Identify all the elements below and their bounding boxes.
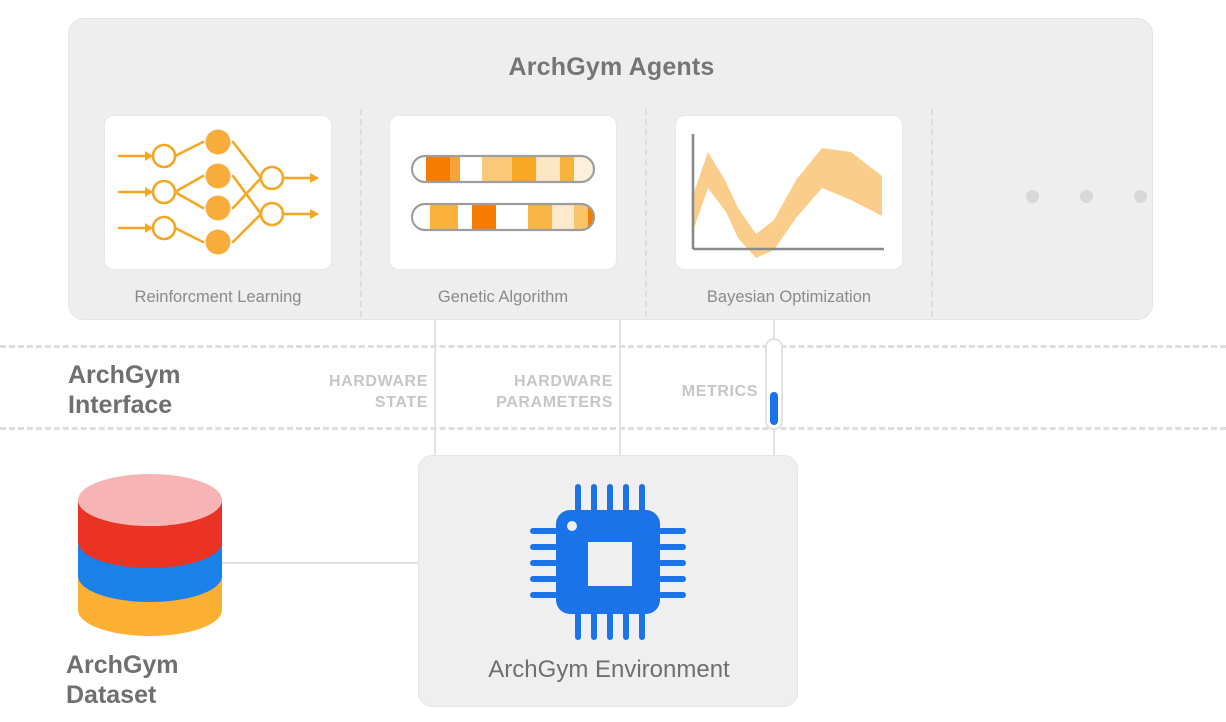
agents-panel: ArchGym Agents xyxy=(68,18,1153,320)
ellipsis-dot xyxy=(1134,190,1147,203)
database-cylinder-icon xyxy=(78,474,222,636)
interface-title-line2: Interface xyxy=(68,391,173,419)
label-metrics: METRICS xyxy=(681,383,758,400)
connector-hardware-parameters xyxy=(619,320,621,460)
ellipsis-dot xyxy=(1080,190,1093,203)
dataset-label-line1: ArchGym xyxy=(66,651,179,679)
agent-card-body xyxy=(104,115,332,270)
neural-network-icon xyxy=(117,129,319,255)
cpu-chip-icon xyxy=(528,482,688,647)
chromosome-icon xyxy=(410,154,596,232)
environment-label: ArchGym Environment xyxy=(488,656,730,683)
interface-boundary-top xyxy=(0,345,1226,348)
agent-card-body xyxy=(675,115,903,270)
dataset-label: ArchGym Dataset xyxy=(66,650,179,710)
confidence-band xyxy=(692,148,882,258)
db-layer-orange xyxy=(78,570,222,636)
agent-card-label: Genetic Algorithm xyxy=(437,288,569,306)
metrics-gauge-fill xyxy=(770,392,778,425)
agent-card-label: Bayesian Optimization xyxy=(706,288,872,306)
more-agents-ellipsis xyxy=(1026,190,1156,204)
agent-card-bayesian-optimization[interactable]: Bayesian Optimization xyxy=(675,115,903,307)
uncertainty-band-chart-icon xyxy=(691,134,884,258)
dataset-label-line2: Dataset xyxy=(66,681,157,709)
agent-card-body xyxy=(389,115,617,270)
interface-title-line1: ArchGym xyxy=(68,361,181,389)
db-layer-top xyxy=(78,474,222,526)
db-layer-blue xyxy=(78,536,222,602)
agent-column-divider-2 xyxy=(645,109,647,317)
agent-card-genetic-algorithm[interactable]: Genetic Algorithm xyxy=(389,115,617,307)
interface-title: ArchGym Interface xyxy=(68,360,181,420)
agent-card-label: Reinforcment Learning xyxy=(134,288,302,306)
archgym-dataset-icon xyxy=(60,470,260,645)
agent-card-reinforcement-learning[interactable]: Reinforcment Learning xyxy=(104,115,332,307)
metrics-gauge xyxy=(765,338,783,430)
interface-boundary-bottom xyxy=(0,427,1226,430)
agent-column-divider-1 xyxy=(360,109,362,317)
agent-column-divider-3 xyxy=(931,109,933,317)
connector-hardware-state xyxy=(434,320,436,460)
label-hardware-parameters: HARDWARE PARAMETERS xyxy=(496,373,613,411)
connector-dataset-environment xyxy=(222,562,422,564)
agents-panel-title: ArchGym Agents xyxy=(508,53,715,81)
archgym-environment-box[interactable]: ArchGym Environment xyxy=(418,455,798,707)
label-hardware-state: HARDWARE STATE xyxy=(328,373,428,411)
ellipsis-dot xyxy=(1026,190,1039,203)
db-layer-red xyxy=(78,500,222,568)
